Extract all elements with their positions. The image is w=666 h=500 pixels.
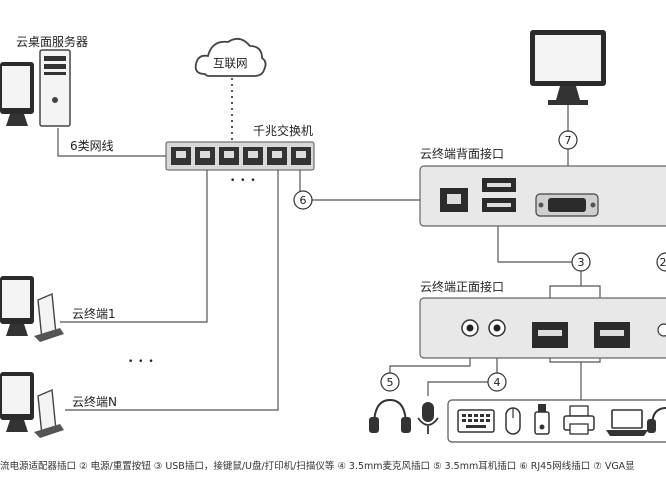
headset-icon [647, 407, 666, 433]
monitor-icon [530, 30, 606, 105]
terminal1-pc-icon [0, 276, 64, 342]
network-switch-icon [165, 141, 315, 171]
switch-ellipsis: • • • [230, 176, 257, 186]
laptop-icon [606, 409, 648, 436]
callout-6-number: 6 [300, 194, 307, 207]
mouse-icon [505, 407, 521, 435]
callout-4-number: 4 [494, 376, 501, 389]
callout-7-circle [558, 130, 578, 150]
callout-4-circle [487, 372, 507, 392]
callout-markers [293, 130, 666, 392]
cable-label: 6类网线 [70, 139, 114, 153]
callout-2-circle [656, 252, 666, 272]
callout-7-number: 7 [565, 134, 572, 147]
internet-label: 互联网 [213, 56, 248, 70]
terminal-ellipsis: • • • [128, 357, 155, 367]
switch-label: 千兆交换机 [253, 124, 314, 138]
callout-3-number: 3 [578, 256, 585, 269]
front-panel-label: 云终端正面接口 [420, 280, 505, 294]
headphones-icon [369, 398, 411, 433]
server-to-switch-line [57, 128, 166, 157]
printer-icon [563, 405, 595, 435]
terminal1-label: 云终端1 [72, 307, 116, 321]
server-pc-icon [0, 49, 71, 127]
usb-back-to-callout3 [497, 218, 575, 263]
keyboard-icon [457, 409, 495, 433]
switch-to-backpanel-line [299, 170, 420, 201]
terminaln-label: 云终端N [72, 395, 117, 409]
microphone-icon [417, 402, 439, 434]
port-legend: 流电源适配器插口 ② 电源/重置按钮 ③ USB插口，接键鼠/U盘/打印机/扫描… [0, 461, 635, 472]
back-panel [419, 165, 666, 227]
usb-drive-icon [534, 404, 550, 435]
mic-jack-line [427, 340, 498, 396]
callout-6-circle [293, 190, 313, 210]
callout-2-number: 2 [660, 256, 666, 269]
callout-5-circle [380, 372, 400, 392]
terminaln-pc-icon [0, 372, 64, 438]
switch-to-terminaln-line [65, 170, 279, 411]
callout-5-number: 5 [387, 376, 394, 389]
callout-3-circle [571, 252, 591, 272]
callout3-bracket [549, 285, 601, 298]
front-panel [419, 297, 666, 359]
switch-to-terminal1-line [60, 170, 208, 323]
back-panel-label: 云终端背面接口 [420, 147, 505, 161]
server-label: 云桌面服务器 [16, 35, 89, 49]
cloud-icon [194, 37, 267, 77]
